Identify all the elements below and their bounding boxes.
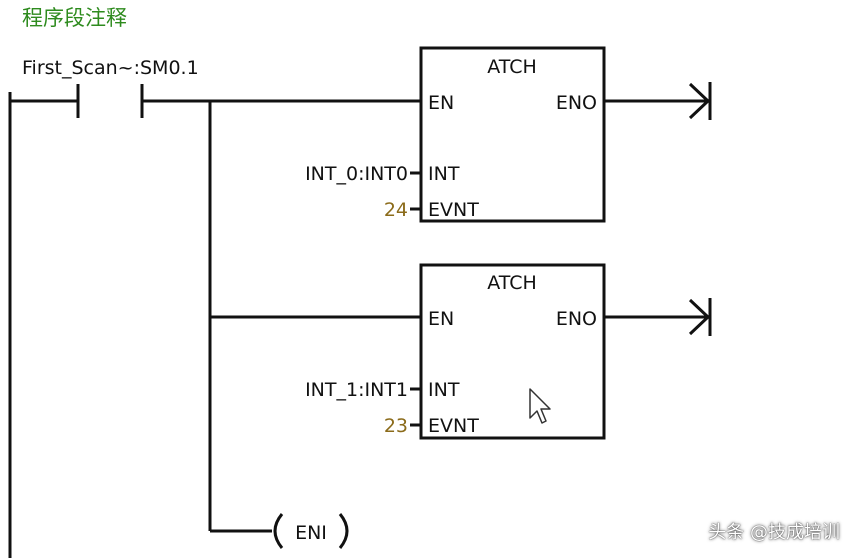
- coil-label: ENI: [295, 522, 327, 544]
- evnt-pin-label: EVNT: [428, 199, 479, 221]
- rung-end-arrow-1: [688, 82, 712, 120]
- mouse-cursor-icon: [529, 388, 551, 424]
- program-comment: 程序段注释: [22, 6, 127, 30]
- evnt-value-2[interactable]: 23: [384, 415, 408, 437]
- block-title: ATCH: [487, 56, 537, 78]
- normally-open-contact[interactable]: [76, 84, 144, 118]
- en-pin-label: EN: [428, 92, 454, 114]
- watermark: 头条 @技成培训: [708, 522, 840, 543]
- en-pin-label: EN: [428, 308, 454, 330]
- atch-block-2[interactable]: ATCH EN ENO INT EVNT: [419, 263, 606, 440]
- rung-end-arrow-2: [688, 298, 712, 336]
- eno-pin-label: ENO: [556, 92, 597, 114]
- int-operand-2[interactable]: INT_1:INT1: [305, 379, 408, 401]
- int-operand-1[interactable]: INT_0:INT0: [305, 163, 408, 185]
- contact-label: First_Scan~:SM0.1: [22, 57, 199, 79]
- int-pin-label: INT: [428, 163, 460, 185]
- eno-pin-label: ENO: [556, 308, 597, 330]
- atch-block-1[interactable]: ATCH EN ENO INT EVNT: [419, 46, 606, 223]
- int-pin-label: INT: [428, 379, 460, 401]
- eni-coil[interactable]: ENI: [273, 513, 349, 549]
- evnt-value-1[interactable]: 24: [384, 199, 408, 221]
- evnt-pin-label: EVNT: [428, 415, 479, 437]
- block-title: ATCH: [487, 272, 537, 294]
